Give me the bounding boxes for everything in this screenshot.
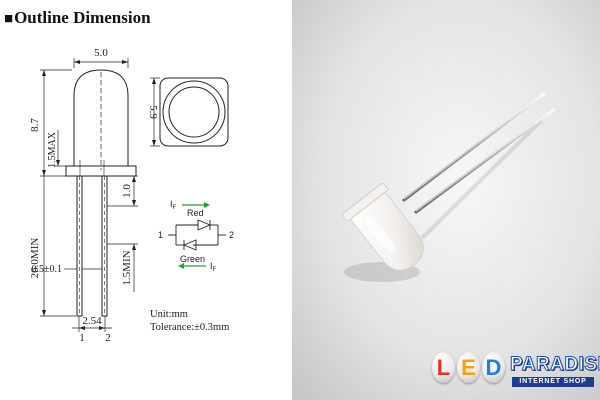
- photo-led-body: [342, 182, 424, 271]
- logo-letter-e: E: [457, 352, 480, 383]
- unit-text: Unit:mm: [150, 309, 188, 320]
- gap-dimension-label: 1.0: [121, 184, 133, 198]
- circuit-pin-1: 1: [158, 230, 163, 240]
- led-flange: [65, 165, 137, 177]
- led-outline-drawing: 5.0 8.7 1.5MAX 5.9 1.0 26.0MIN 0.5±0.1 1…: [29, 47, 234, 344]
- width-dimension-label: 5.0: [94, 47, 108, 59]
- front-diameter-label: 5.9: [147, 105, 159, 119]
- height-dimension-label: 8.7: [29, 118, 41, 132]
- green-diode-symbol: [182, 239, 197, 251]
- flange-dimension-label: 1.5MAX: [47, 131, 58, 168]
- pin-1-label: 1: [79, 332, 85, 344]
- pitch-dimension-label: 2.54: [82, 315, 102, 327]
- red-diode-symbol: [197, 219, 212, 231]
- logo-subtitle: INTERNET SHOP: [512, 377, 594, 387]
- outline-dimension-panel: ■Outline Dimension: [0, 0, 292, 400]
- lead-length-label: 26.0MIN: [29, 238, 41, 279]
- logo-letter-d: D: [482, 352, 505, 383]
- red-led-label: Red: [187, 208, 204, 218]
- logo-letter-l: L: [432, 352, 455, 383]
- bend-dimension-label: 1.5MIN: [121, 250, 133, 285]
- bicolor-circuit: IF Red 1 2 Green IF: [158, 199, 234, 273]
- heading-marker: ■: [4, 11, 14, 27]
- logo-wordmark: PARADISE: [510, 354, 600, 376]
- front-view-frame: [159, 77, 229, 147]
- green-led-label: Green: [180, 254, 205, 264]
- photo-lead-short: [414, 108, 556, 214]
- lead-square-label: 0.5±0.1: [32, 264, 63, 275]
- section-heading: ■Outline Dimension: [4, 8, 151, 28]
- led-body-outline: [73, 69, 129, 166]
- front-view-inner-circle: [168, 86, 220, 138]
- led-paradise-logo: L E D PARADISE INTERNET SHOP: [432, 352, 600, 394]
- unit-note: Unit:mm Tolerance:±0.3mm: [150, 308, 229, 334]
- pin-2-label: 2: [105, 332, 111, 344]
- front-view-outer-circle: [162, 80, 226, 144]
- current-label-bottom: IF: [210, 261, 217, 273]
- circuit-pin-2: 2: [229, 230, 234, 240]
- tolerance-text: Tolerance:±0.3mm: [150, 322, 230, 333]
- led-product-photo: [292, 0, 600, 400]
- heading-title: Outline Dimension: [14, 8, 151, 27]
- current-label-top: IF: [170, 199, 177, 211]
- green-arrow-right: [204, 202, 210, 208]
- photo-lead-long: [402, 92, 546, 202]
- green-arrow-left: [178, 263, 184, 269]
